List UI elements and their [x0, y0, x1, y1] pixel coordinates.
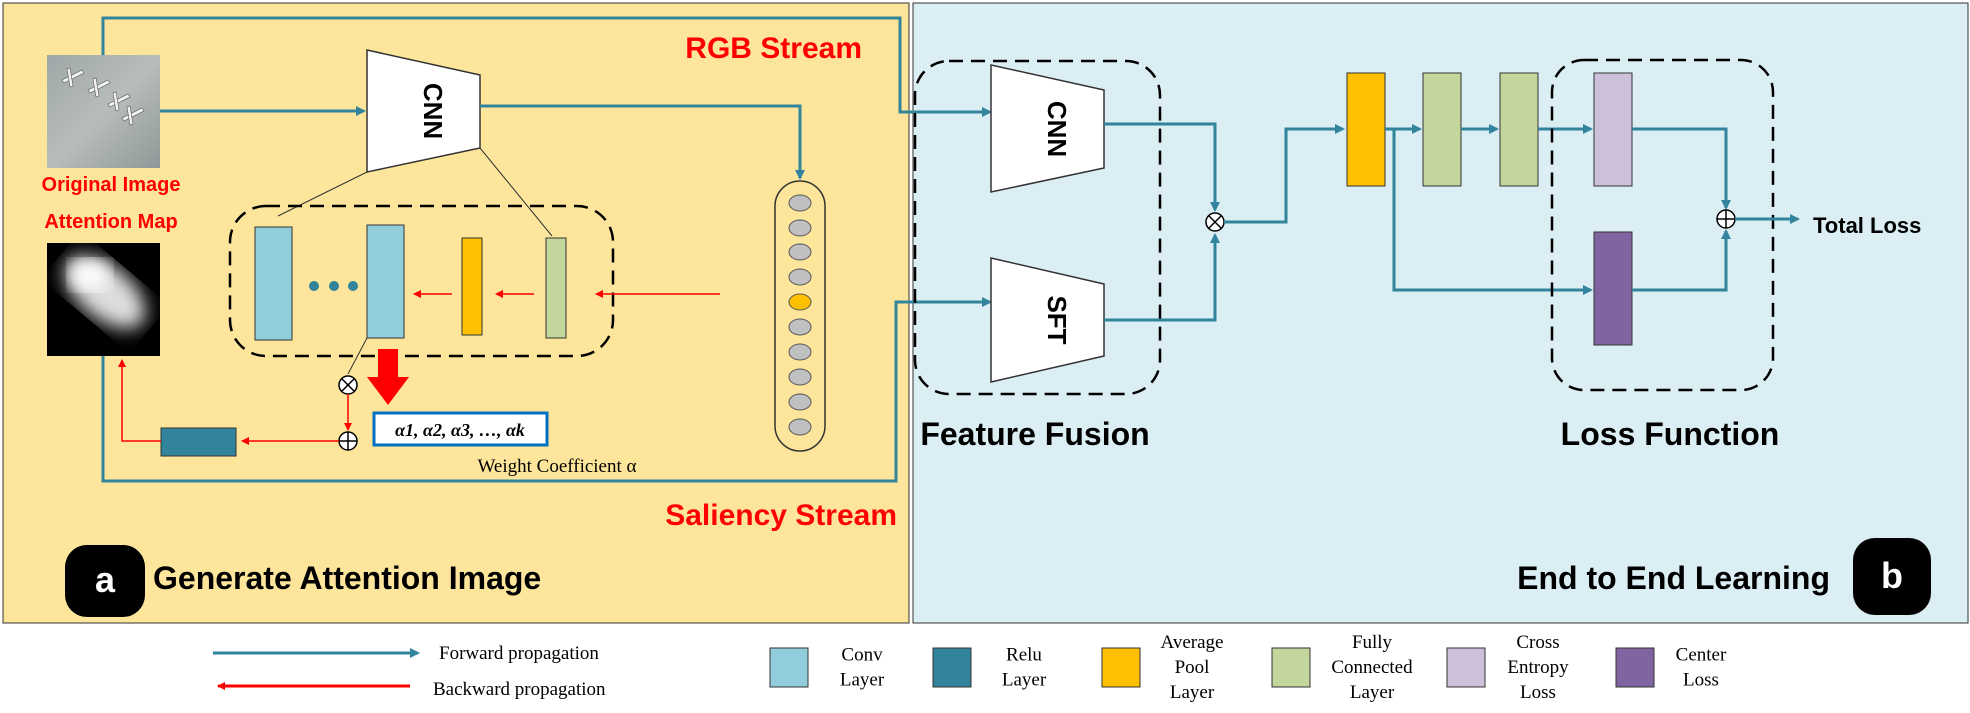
legend-label-center: Center	[1676, 645, 1727, 666]
legend-label-fc: Fully	[1352, 632, 1393, 653]
conv-layer-k	[366, 224, 405, 339]
badge-a	[65, 545, 145, 617]
legend-label-relu: Relu	[1006, 645, 1042, 666]
badge-a-label: a	[95, 559, 116, 600]
right-cnn-label: CNN	[1042, 101, 1072, 157]
badge-b	[1853, 538, 1931, 615]
legend-swatch-fc	[1271, 647, 1311, 688]
legend-swatch-ce	[1446, 647, 1486, 688]
panel-b-title: End to End Learning	[1517, 560, 1830, 596]
legend-label-center: Loss	[1683, 670, 1719, 691]
feature-vector-nodes	[788, 194, 812, 436]
fusion-multiply-operator	[1205, 212, 1225, 232]
ellipsis-dot	[309, 281, 319, 291]
cnn-zoom-box	[228, 204, 615, 358]
relu-to-attention-arrow	[118, 359, 161, 442]
alpha-coefficient-list: α1, α2, α3, …, αk	[395, 420, 525, 440]
legend-label-fc: Connected	[1331, 657, 1413, 678]
original-image	[47, 55, 160, 168]
legend-swatch-relu	[932, 647, 972, 688]
legend-label-fc: Layer	[1350, 682, 1395, 703]
feature-fusion-label: Feature Fusion	[920, 416, 1149, 452]
original-image-label: Original Image	[42, 174, 181, 196]
legend-label-ce: Cross	[1516, 632, 1559, 653]
cnn-to-features-arrow	[480, 104, 805, 180]
legend-label-ce: Entropy	[1507, 657, 1569, 678]
loss-sum-operator	[1716, 209, 1736, 229]
sft-to-fusion-arrow	[1104, 233, 1220, 322]
saliency-stream-label: Saliency Stream	[665, 499, 897, 532]
legend-label-avgpool: Pool	[1175, 657, 1210, 678]
zoom-line-right	[479, 147, 553, 237]
rgb-stream-line	[101, 16, 992, 117]
fc-layer-small	[545, 237, 567, 339]
right-avgpool-layer	[1346, 72, 1386, 187]
legend-swatch-center	[1615, 647, 1655, 688]
zoom-line-left	[277, 171, 368, 217]
loss-function-box	[1550, 58, 1775, 392]
cnn-to-fusion-arrow	[1104, 122, 1220, 212]
center-loss-layer	[1593, 231, 1633, 346]
saliency-stream-line	[101, 297, 992, 483]
panel-a-title: Generate Attention Image	[153, 560, 541, 596]
multiply-operator	[338, 375, 358, 395]
left-cnn-label: CNN	[418, 83, 448, 139]
legend-label-relu: Layer	[1002, 670, 1047, 691]
conv-to-multiply-line	[347, 337, 368, 375]
center-to-sum-arrow	[1632, 229, 1731, 292]
feature-fusion-box	[913, 59, 1162, 396]
legend-swatch-conv	[769, 647, 809, 688]
legend-label-conv: Layer	[840, 670, 885, 691]
ellipsis-dot	[329, 281, 339, 291]
right-cnn-block	[990, 64, 1105, 193]
total-loss-label: Total Loss	[1813, 213, 1921, 238]
cross-entropy-loss-layer	[1593, 72, 1633, 187]
weight-coefficient-label: Weight Coefficient α	[478, 456, 637, 477]
legend-backward-label: Backward propagation	[433, 679, 606, 700]
relu-layer	[160, 427, 237, 457]
fc-layer-1	[1422, 72, 1462, 187]
sft-block	[990, 257, 1105, 383]
legend-forward-label: Forward propagation	[439, 643, 599, 664]
conv-layer-1	[254, 226, 293, 341]
loss-function-label: Loss Function	[1561, 416, 1780, 452]
add-operator	[338, 431, 358, 451]
attention-map-label: Attention Map	[44, 211, 177, 233]
avgpool-layer	[461, 237, 483, 336]
feature-vector-column	[774, 180, 826, 452]
ce-to-sum-arrow	[1632, 127, 1731, 210]
legend-items: ConvLayerReluLayerAveragePoolLayerFullyC…	[769, 632, 1727, 703]
fusion-to-pool-arrow	[1224, 124, 1345, 224]
rgb-stream-label: RGB Stream	[685, 32, 862, 65]
legend-label-conv: Conv	[841, 645, 883, 666]
legend-label-avgpool: Average	[1161, 632, 1224, 653]
badge-b-label: b	[1881, 555, 1903, 596]
alpha-coefficient-box	[372, 411, 549, 447]
ellipsis-dot	[348, 281, 358, 291]
sft-label: SFT	[1042, 295, 1072, 344]
legend-swatch-avgpool	[1101, 647, 1141, 688]
legend-label-avgpool: Layer	[1170, 682, 1215, 703]
gradient-down-arrow	[367, 349, 409, 405]
pool-to-center-loss-arrow	[1392, 129, 1593, 295]
attention-map-image	[47, 243, 160, 356]
fc-layer-2	[1499, 72, 1539, 187]
legend-label-ce: Loss	[1520, 682, 1556, 703]
